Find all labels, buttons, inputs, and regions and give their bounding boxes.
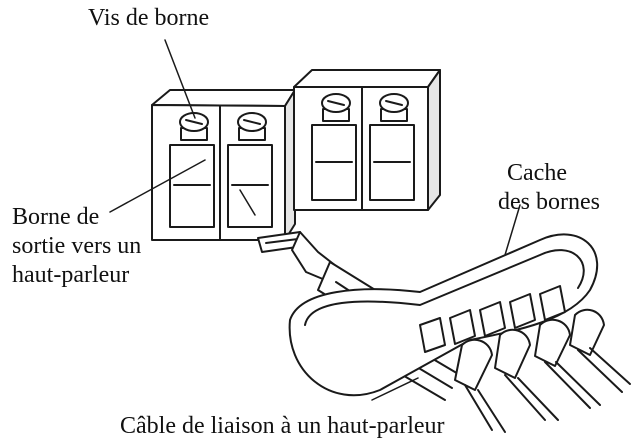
leader-lines (109, 39, 521, 401)
label-output-terminal-3: haut-parleur (12, 262, 130, 288)
label-speaker-cable: Câble de liaison à un haut-parleur (120, 413, 445, 439)
terminal-lugs (419, 285, 566, 353)
leader-vis-de-borne (164, 39, 196, 119)
label-output-terminal-1: Borne de (12, 204, 100, 230)
label-terminal-cover-1: Cache (507, 160, 567, 186)
terminal-screw (237, 112, 267, 141)
terminal-screw (321, 93, 351, 122)
leader-borne-de-sortie-2 (239, 189, 256, 216)
cable-wires (464, 347, 631, 433)
left-terminal-block (151, 89, 296, 241)
label-terminal-cover-2: des bornes (498, 189, 600, 215)
label-output-terminal-2: sortie vers un (12, 233, 142, 259)
leader-cache-des-bornes (504, 204, 521, 256)
label-terminal-screw: Vis de borne (88, 5, 210, 31)
terminal-screw (179, 112, 209, 141)
terminal-cover (288, 233, 599, 397)
terminal-screw (379, 93, 409, 122)
cable-sleeves (454, 308, 605, 391)
leader-borne-de-sortie (109, 159, 206, 213)
right-terminal-block (293, 69, 441, 211)
leader-cable (371, 377, 419, 401)
